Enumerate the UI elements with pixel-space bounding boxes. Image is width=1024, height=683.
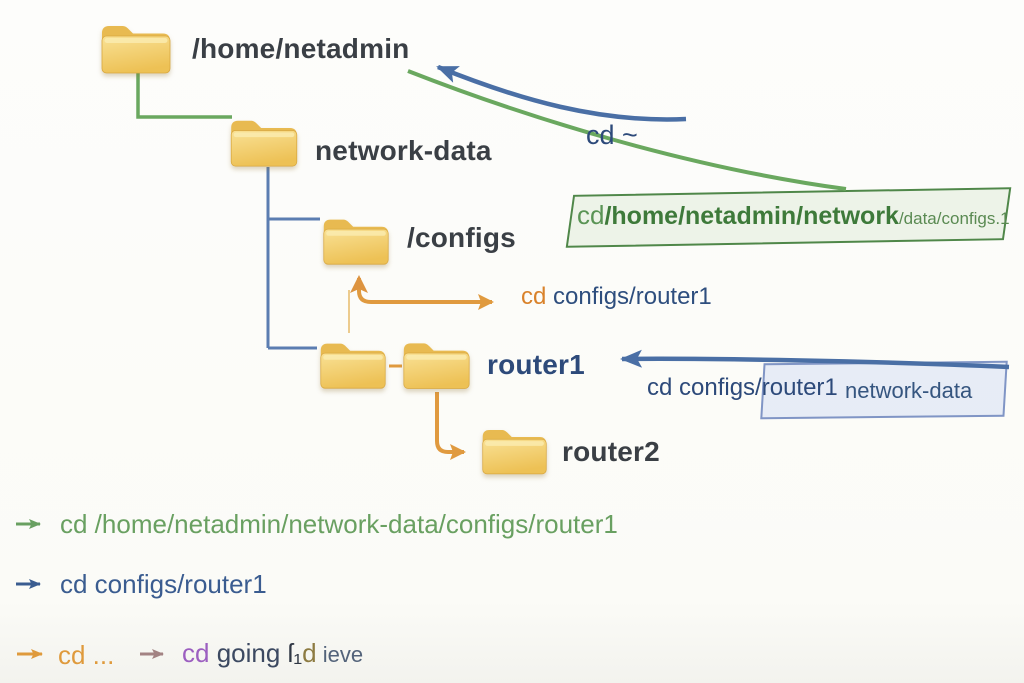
cd-absolute-path-label: cd /home/netadmin/network/data/configs.1 xyxy=(577,200,1010,231)
blue-box-ghost-label: network-data xyxy=(845,378,973,403)
node-label-router1: router1 xyxy=(487,349,585,380)
legend3-word: going xyxy=(209,638,288,668)
cd-configs-path: configs/router1 xyxy=(553,283,712,310)
node-label-router2: router2 xyxy=(562,436,660,467)
legend-line2-relative-path: cd configs/router1 xyxy=(60,569,267,599)
node-label-network-data: network-data xyxy=(315,135,492,166)
legend3-glyph: ſ₁ xyxy=(287,638,303,668)
cd-absolute-path-line xyxy=(407,69,847,191)
legend-line3-cd-ellipsis: cd ... xyxy=(58,640,115,670)
legend-line3-garbled-text: cd going ſ₁d ieve xyxy=(182,638,363,669)
cd-router1-label: cd configs/router1 xyxy=(647,374,838,401)
cd-home-label: cd ~ xyxy=(586,120,638,150)
tree-edge-home-networkdata xyxy=(136,70,232,119)
cd-configs-cmd: cd xyxy=(521,283,554,310)
legend3-glyph-d: d xyxy=(302,638,317,668)
legend-line1-absolute-path: cd /home/netadmin/network-data/configs/r… xyxy=(60,509,618,539)
legend3-cd: cd xyxy=(182,638,210,668)
node-label-configs: /configs xyxy=(407,222,516,253)
legend3-tail: ieve xyxy=(316,642,364,667)
router1-router2-arrow xyxy=(435,392,466,460)
cd-router1-arrow xyxy=(620,349,1010,370)
cd-home-arrow xyxy=(436,64,687,122)
cd-configs-router1-label: cd configs/router1 xyxy=(521,283,712,311)
node-label-home: /home/netadmin xyxy=(192,33,410,64)
cd-absolute-path-small: /data/configs.1 xyxy=(898,209,1010,228)
cd-absolute-path: /home/netadmin/network xyxy=(604,202,899,230)
tree-edges-networkdata-children xyxy=(266,167,320,350)
cd-configs-router1-arrow xyxy=(350,275,494,310)
cd-absolute-cmd: cd xyxy=(577,200,605,230)
